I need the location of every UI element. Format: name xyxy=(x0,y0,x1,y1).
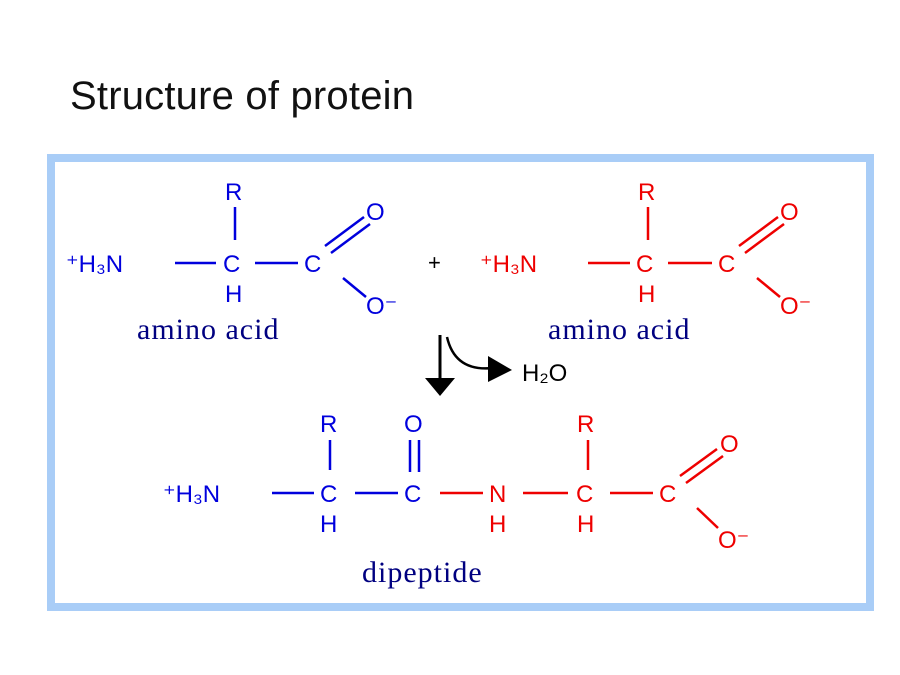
carboxyl-carbon: C xyxy=(659,481,676,508)
dipeptide-label: dipeptide xyxy=(362,556,483,589)
reaction-arrow xyxy=(425,335,512,396)
alpha-carbon: C xyxy=(320,481,337,508)
amino-acid-label: amino acid xyxy=(548,313,690,346)
amide-nitrogen: N xyxy=(489,481,506,508)
double-bond xyxy=(738,215,779,248)
carbonyl-oxygen: O xyxy=(780,199,799,226)
carboxylate-oxygen: O⁻ xyxy=(780,293,811,320)
alpha-hydrogen: H xyxy=(577,511,594,538)
carbonyl-oxygen: O xyxy=(720,431,739,458)
dipeptide-blue-part: ⁺H₃N C R H C O xyxy=(163,411,423,538)
carboxylate-oxygen: O⁻ xyxy=(366,293,397,320)
carbonyl-oxygen: O xyxy=(404,411,423,438)
r-group: R xyxy=(638,179,655,206)
slide-title: Structure of protein xyxy=(70,74,415,118)
bond xyxy=(342,277,367,298)
amino-acid-label: amino acid xyxy=(137,313,279,346)
carboxylate-oxygen: O⁻ xyxy=(718,527,749,554)
curved-arrow xyxy=(445,336,494,370)
amide-hydrogen: H xyxy=(489,511,506,538)
bond xyxy=(756,277,781,298)
amine-group: ⁺H₃N xyxy=(163,481,220,508)
alpha-hydrogen: H xyxy=(320,511,337,538)
alpha-hydrogen: H xyxy=(638,281,655,308)
dipeptide-red-part: N H C R H C O O⁻ xyxy=(440,411,749,554)
alpha-carbon: C xyxy=(636,251,653,278)
water-byproduct: H₂O xyxy=(522,360,567,387)
r-group: R xyxy=(320,411,337,438)
alpha-carbon: C xyxy=(223,251,240,278)
double-bond xyxy=(324,215,365,248)
alpha-carbon: C xyxy=(576,481,593,508)
amino-acid-2: ⁺H₃N C R H C O O⁻ xyxy=(480,179,811,320)
carboxyl-carbon: C xyxy=(718,251,735,278)
alpha-hydrogen: H xyxy=(225,281,242,308)
amine-group: ⁺H₃N xyxy=(480,251,537,278)
plus-sign: + xyxy=(428,250,441,275)
double-bond xyxy=(744,222,785,255)
double-bond xyxy=(685,454,724,485)
double-bond xyxy=(679,447,718,478)
right-arrow-icon xyxy=(488,356,512,382)
carbonyl-oxygen: O xyxy=(366,199,385,226)
amine-group: ⁺H₃N xyxy=(66,251,123,278)
carboxyl-carbon: C xyxy=(304,251,321,278)
r-group: R xyxy=(577,411,594,438)
diagram-frame xyxy=(47,154,874,611)
carbonyl-carbon: C xyxy=(404,481,421,508)
down-arrow-icon xyxy=(425,378,455,396)
amino-acid-1: ⁺H₃N C R H C O O⁻ xyxy=(66,179,397,320)
double-bond xyxy=(330,222,371,255)
bond xyxy=(696,507,719,529)
r-group: R xyxy=(225,179,242,206)
